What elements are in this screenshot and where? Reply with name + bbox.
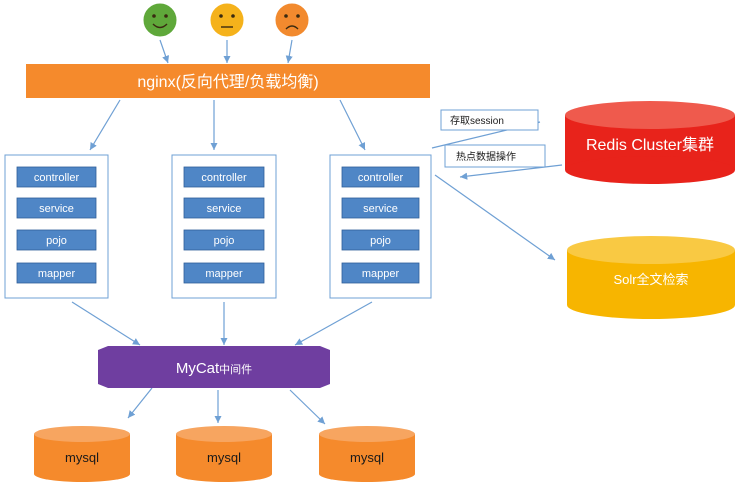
nginx-label: nginx(反向代理/负载均衡) xyxy=(137,73,318,91)
module-controller-label: controller xyxy=(34,172,80,184)
module-service-label: service xyxy=(207,203,242,215)
session-note: 存取session xyxy=(440,109,539,131)
eye-icon xyxy=(284,14,288,18)
app-server-1: controller service pojo mapper xyxy=(4,154,109,299)
arrow-nginx-server3 xyxy=(339,99,366,151)
eye-icon xyxy=(164,14,168,18)
eye-icon xyxy=(152,14,156,18)
face-circle xyxy=(274,2,310,38)
module-controller xyxy=(183,166,265,188)
mysql-cylinder-1: mysql xyxy=(34,426,130,482)
redis-cylinder-bottom xyxy=(565,156,735,184)
arrow-server-to-solr xyxy=(434,174,556,261)
solr-cylinder: Solr全文检索 xyxy=(567,236,735,319)
module-controller xyxy=(341,166,420,188)
module-service xyxy=(183,197,265,219)
app-server-2: controller service pojo mapper xyxy=(171,154,277,299)
mycat-label: MyCat中间件 xyxy=(176,360,252,377)
app-server-3: controller service pojo mapper xyxy=(329,154,432,299)
session-note-label: 存取session xyxy=(450,114,504,127)
solr-label: Solr全文检索 xyxy=(613,272,688,287)
nginx-load-balancer: nginx(反向代理/负载均衡) xyxy=(26,64,430,98)
module-service-label: service xyxy=(39,203,74,215)
mysql-cylinder-top xyxy=(319,426,415,442)
arrow-server1-mycat xyxy=(71,301,141,346)
mycat-middleware: MyCat中间件 xyxy=(98,346,330,388)
module-pojo-label: pojo xyxy=(46,235,67,247)
hot-data-note-box xyxy=(444,144,546,168)
solr-cylinder-top xyxy=(567,236,735,264)
mycat-suffix: 中间件 xyxy=(219,363,252,376)
face-circle xyxy=(142,2,178,38)
module-service xyxy=(341,197,420,219)
session-note-box xyxy=(440,109,539,131)
module-service xyxy=(16,197,97,219)
module-controller xyxy=(16,166,97,188)
mysql-databases: mysql mysql mysql xyxy=(34,426,415,482)
arrow-mycat-mysql1 xyxy=(127,387,153,419)
module-pojo xyxy=(183,229,265,251)
module-controller-label: controller xyxy=(358,172,404,184)
module-service-label: service xyxy=(363,203,398,215)
mysql-cylinder-bottom xyxy=(319,466,415,482)
redis-cylinder-top xyxy=(565,101,735,129)
mysql-cylinder-bottom xyxy=(34,466,130,482)
arrow-nginx-server1 xyxy=(89,99,121,151)
mysql-label: mysql xyxy=(207,450,241,465)
mysql-cylinder-bottom xyxy=(176,466,272,482)
arrow-user3-nginx xyxy=(285,39,293,64)
module-mapper xyxy=(341,262,420,284)
arrow-mycat-mysql3 xyxy=(289,389,326,425)
app-servers: controller service pojo mapper controller ser… xyxy=(4,154,432,299)
module-mapper-label: mapper xyxy=(362,268,400,280)
mysql-cylinder-2: mysql xyxy=(176,426,272,482)
redis-cluster-cylinder: Redis Cluster集群 xyxy=(565,101,735,184)
hot-data-note-label: 热点数据操作 xyxy=(456,150,516,163)
mysql-cylinder-top xyxy=(34,426,130,442)
connector-arrows xyxy=(71,39,563,425)
module-mapper-label: mapper xyxy=(205,268,243,280)
module-pojo-label: pojo xyxy=(214,235,235,247)
eye-icon xyxy=(219,14,223,18)
eye-icon xyxy=(231,14,235,18)
face-circle xyxy=(209,2,245,38)
module-pojo-label: pojo xyxy=(370,235,391,247)
mysql-cylinder-top xyxy=(176,426,272,442)
module-mapper-label: mapper xyxy=(38,268,76,280)
user-happy-face-icon xyxy=(142,2,178,38)
arrow-server3-mycat xyxy=(294,301,373,346)
eye-icon xyxy=(296,14,300,18)
mycat-name: MyCat xyxy=(176,360,220,377)
mycat-bar xyxy=(98,346,330,388)
users xyxy=(142,2,310,38)
mysql-label: mysql xyxy=(350,450,384,465)
module-controller-label: controller xyxy=(201,172,247,184)
module-mapper xyxy=(183,262,265,284)
user-sad-face-icon xyxy=(274,2,310,38)
nginx-bar xyxy=(26,64,430,98)
user-neutral-face-icon xyxy=(209,2,245,38)
hot-data-note: 热点数据操作 xyxy=(444,144,546,168)
mouth-icon xyxy=(152,23,168,29)
mysql-cylinder-3: mysql xyxy=(319,426,415,482)
module-pojo xyxy=(341,229,420,251)
mysql-label: mysql xyxy=(65,450,99,465)
module-mapper xyxy=(16,262,97,284)
arrow-user1-nginx xyxy=(159,39,170,64)
redis-label: Redis Cluster集群 xyxy=(586,136,714,154)
solr-cylinder-bottom xyxy=(567,291,735,319)
module-pojo xyxy=(16,229,97,251)
mouth-icon xyxy=(285,25,299,30)
